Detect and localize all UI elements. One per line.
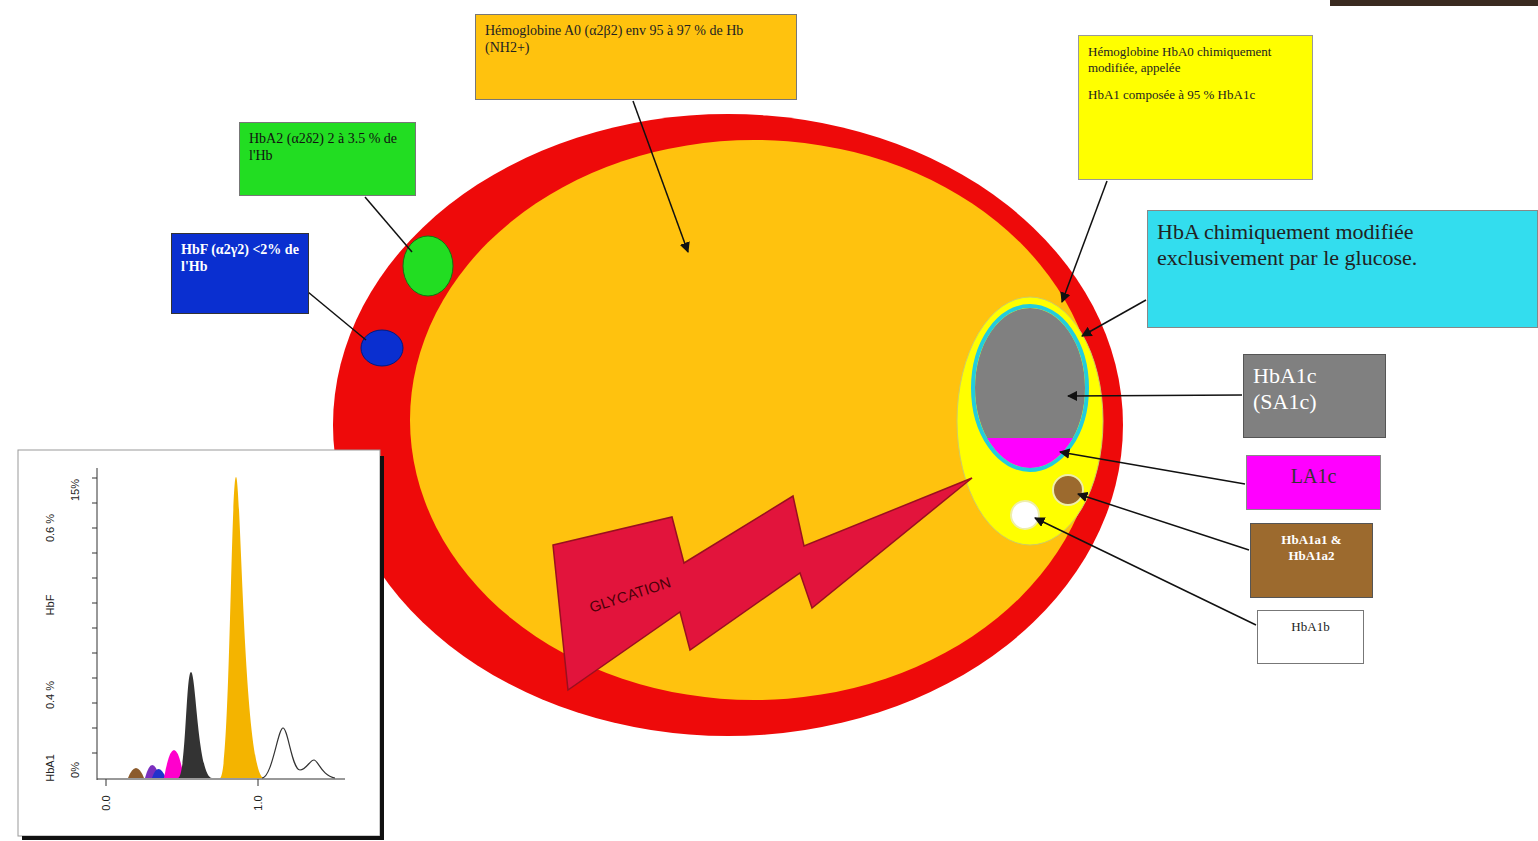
hba1-region xyxy=(957,297,1103,545)
chart-peak xyxy=(178,672,212,778)
axis-label: 0.0 xyxy=(100,795,112,810)
corner-bar xyxy=(1330,0,1538,6)
chart-peak xyxy=(262,728,335,778)
callout-text: HbA2 (α2δ2) 2 à 3.5 % de l'Hb xyxy=(249,131,406,165)
callout-box: Hémoglobine A0 (α2β2) env 95 à 97 % de H… xyxy=(475,14,797,100)
leader-line xyxy=(1035,518,1256,625)
axis-label: 0% xyxy=(69,762,81,778)
chart-peak xyxy=(152,769,166,778)
panel-shadow xyxy=(22,836,384,840)
callout-text: Hémoglobine HbA0 chimiquement modifiée, … xyxy=(1088,44,1303,75)
axis-tick xyxy=(92,478,97,479)
callout-box: HbF (α2γ2) <2% de l'Hb xyxy=(171,233,309,314)
callout-text: Hémoglobine A0 (α2β2) env 95 à 97 % de H… xyxy=(485,23,787,57)
callout-text: HbA1c (SA1c) xyxy=(1253,363,1376,416)
lightning-shape xyxy=(550,474,975,694)
glycation-bolt: GLYCATION xyxy=(550,474,975,694)
axis-label: 1.0 xyxy=(252,795,264,810)
axis-tick xyxy=(92,578,97,579)
axis-tick xyxy=(92,678,97,679)
leader-line xyxy=(365,197,412,252)
y-axis xyxy=(97,468,98,780)
callout-box: HbA1a1 & HbA1a2 xyxy=(1250,523,1373,598)
callout-text: HbF (α2γ2) <2% de l'Hb xyxy=(181,242,299,276)
axis-label: 15% xyxy=(69,479,81,501)
callout-box: HbA1c (SA1c) xyxy=(1243,354,1386,438)
axis-label: 0.4 % xyxy=(44,681,56,709)
callout-text: HbA1 composée à 95 % HbA1c xyxy=(1088,87,1303,103)
leader-line xyxy=(1062,181,1107,302)
hba1a-particle xyxy=(1053,475,1083,505)
cell-cytoplasm xyxy=(410,140,1098,700)
hba1c-region xyxy=(970,300,1090,440)
axis-tick xyxy=(92,703,97,704)
callout-text: HbA chimiquement modifiée exclusivement … xyxy=(1157,219,1528,272)
axis-label: HbA1 xyxy=(44,754,56,782)
leader-line xyxy=(633,101,688,252)
axis-tick xyxy=(106,779,107,786)
axis-tick xyxy=(258,779,259,786)
leader-line xyxy=(308,292,366,340)
callout-text: LA1c xyxy=(1256,464,1371,488)
axis-tick xyxy=(92,753,97,754)
axis-tick xyxy=(92,553,97,554)
chart-panel xyxy=(18,450,380,836)
leader-line xyxy=(1060,452,1245,484)
axis-label: HbF xyxy=(44,595,56,616)
panel-shadow xyxy=(380,456,384,839)
axis-tick xyxy=(92,628,97,629)
callout-text: HbA1a1 & HbA1a2 xyxy=(1260,532,1363,563)
callout-box: LA1c xyxy=(1246,455,1381,510)
callout-text: HbA1b xyxy=(1267,619,1354,635)
chart-peak xyxy=(220,477,264,778)
leader-line xyxy=(1082,300,1146,336)
callout-box: HbA2 (α2δ2) 2 à 3.5 % de l'Hb xyxy=(239,122,416,196)
axis-tick xyxy=(92,528,97,529)
axis-label: 0.6 % xyxy=(44,514,56,542)
glucose-region-outline xyxy=(973,306,1087,470)
leader-line xyxy=(1078,494,1249,550)
callout-box: HbA1b xyxy=(1257,610,1364,664)
callout-box: HbA chimiquement modifiée exclusivement … xyxy=(1147,210,1538,328)
cell-membrane xyxy=(333,114,1123,736)
hbf-particle xyxy=(361,330,403,366)
axis-tick xyxy=(92,603,97,604)
leader-line xyxy=(1068,395,1242,396)
chart-peak xyxy=(128,768,144,778)
axis-tick xyxy=(92,728,97,729)
x-axis xyxy=(97,779,345,780)
lightning-shape xyxy=(553,478,972,690)
axis-tick xyxy=(92,653,97,654)
axis-tick xyxy=(92,503,97,504)
callout-box: Hémoglobine HbA0 chimiquement modifiée, … xyxy=(1078,35,1313,180)
hba1b-particle xyxy=(1011,501,1039,529)
hba2-particle xyxy=(403,236,453,296)
